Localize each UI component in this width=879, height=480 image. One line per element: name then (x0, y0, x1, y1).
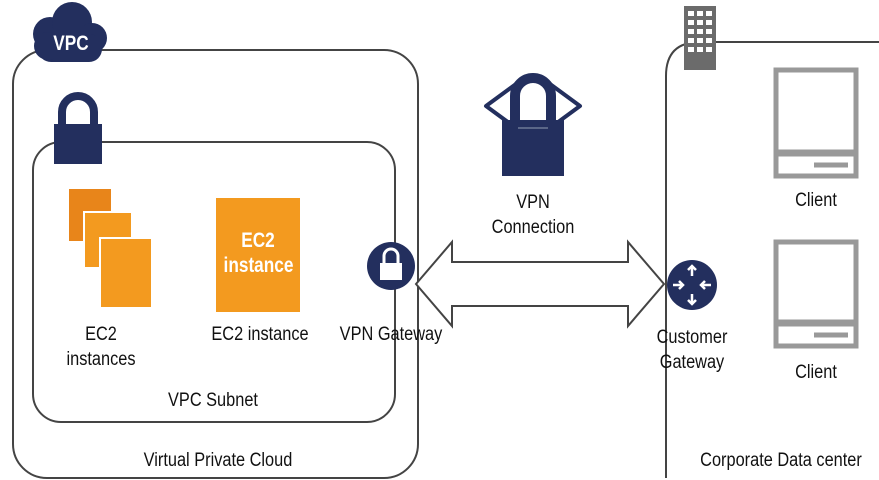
ec2-instance-icon (216, 198, 300, 312)
vpc-label: Virtual Private Cloud (143, 450, 293, 471)
vpc-boundary (12, 49, 419, 479)
customer-gateway-icon (667, 260, 717, 310)
client-label: Client (795, 362, 837, 383)
vpc-cloud-icon (33, 2, 107, 62)
client-computer-icon (773, 239, 859, 349)
ec2-instances-label: EC2 instances (66, 324, 136, 370)
vpn-connection-label: VPN Connection (491, 192, 575, 238)
vpn-gateway-icon (367, 242, 415, 290)
vpn-connection-icon (484, 73, 582, 176)
vpn-tunnel-arrow (414, 239, 666, 329)
ec2-instance-icon-label: EC2 instance (223, 229, 294, 277)
vpn-gateway-label: VPN Gateway (339, 324, 443, 345)
building-icon (684, 6, 716, 70)
datacenter-label: Corporate Data center (700, 450, 862, 471)
customer-gateway-label: Customer Gateway (656, 327, 728, 373)
vpc-badge-label: VPC (53, 32, 89, 55)
ec2-instances-icon (67, 187, 153, 309)
client-computer-icon (773, 67, 859, 179)
client-label: Client (795, 190, 837, 211)
ec2-instance-label: EC2 instance (211, 324, 309, 345)
vpc-subnet-label: VPC Subnet (168, 390, 258, 411)
vpc-subnet-boundary (32, 141, 396, 423)
padlock-icon (54, 92, 102, 164)
